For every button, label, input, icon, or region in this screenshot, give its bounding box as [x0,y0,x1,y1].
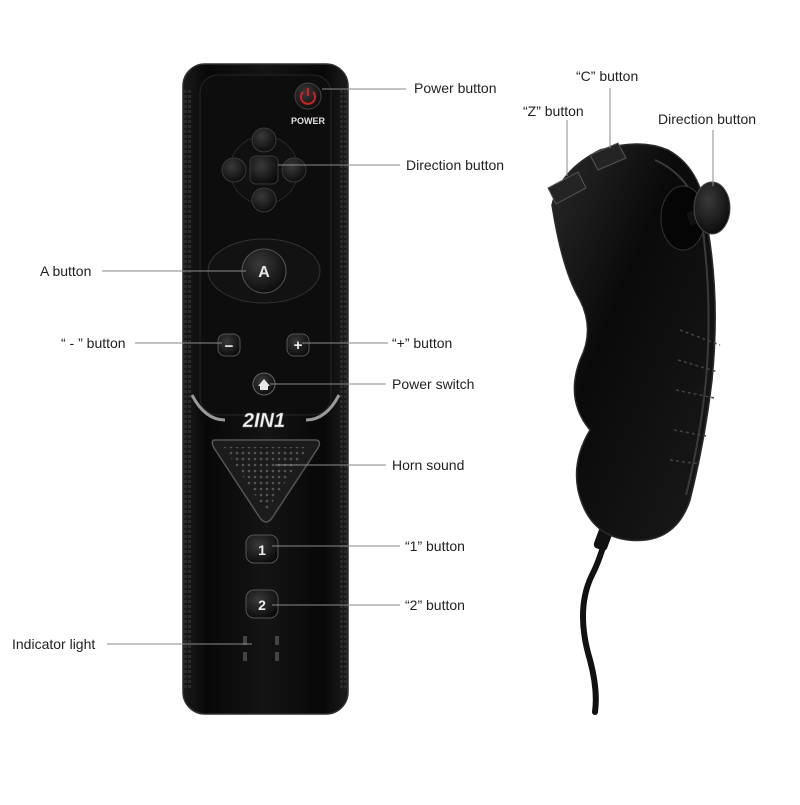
dpad-right[interactable] [281,157,307,183]
nunchuk-grip-ridges [669,329,721,465]
remote-right-grip [339,90,347,690]
leader-lines [102,88,714,645]
one-glyph: 1 [258,542,266,558]
label-nunchuk-direction-button: Direction button [658,111,757,127]
z-button[interactable] [547,171,587,205]
dpad-left[interactable] [221,157,247,183]
home-icon [258,379,270,390]
analog-stick[interactable] [693,181,731,235]
wii-remote: POWER A − + 2IN1 1 [182,63,349,715]
left-accent [190,394,226,422]
right-accent [305,394,341,422]
label-c-button: “C” button [576,68,639,84]
power-text: POWER [291,116,326,126]
plus-button[interactable] [286,333,310,357]
dpad-center [249,155,279,185]
brand-logo: 2IN1 [242,410,285,432]
dpad-down[interactable] [251,187,277,213]
one-button[interactable] [245,534,279,564]
minus-button[interactable] [217,333,241,357]
a-glyph: A [258,264,270,281]
c-button[interactable] [589,142,627,171]
indicator-lights [243,636,279,661]
label-horn-sound: Horn sound [392,457,465,473]
nunchuk-cable [580,527,611,715]
nunchuk [547,142,731,715]
label-direction-button: Direction button [406,157,505,173]
minus-glyph: − [225,338,234,355]
label-one-button: “1” button [405,538,465,554]
power-icon [300,88,316,105]
label-two-button: “2” button [405,597,465,613]
speaker-holes [224,447,308,512]
two-glyph: 2 [258,597,266,613]
label-power-button: Power button [414,80,497,96]
label-plus-button: “+” button [392,335,453,351]
label-minus-button: “ - ” button [61,335,126,351]
two-button[interactable] [245,589,279,619]
direction-pad[interactable] [221,127,307,213]
label-a-button: A button [40,263,92,279]
label-z-button: “Z” button [523,103,584,119]
remote-left-grip [184,90,192,690]
dpad-up[interactable] [251,127,277,153]
plus-glyph: + [294,337,303,354]
label-power-switch: Power switch [392,376,475,392]
label-indicator-light: Indicator light [12,636,96,652]
